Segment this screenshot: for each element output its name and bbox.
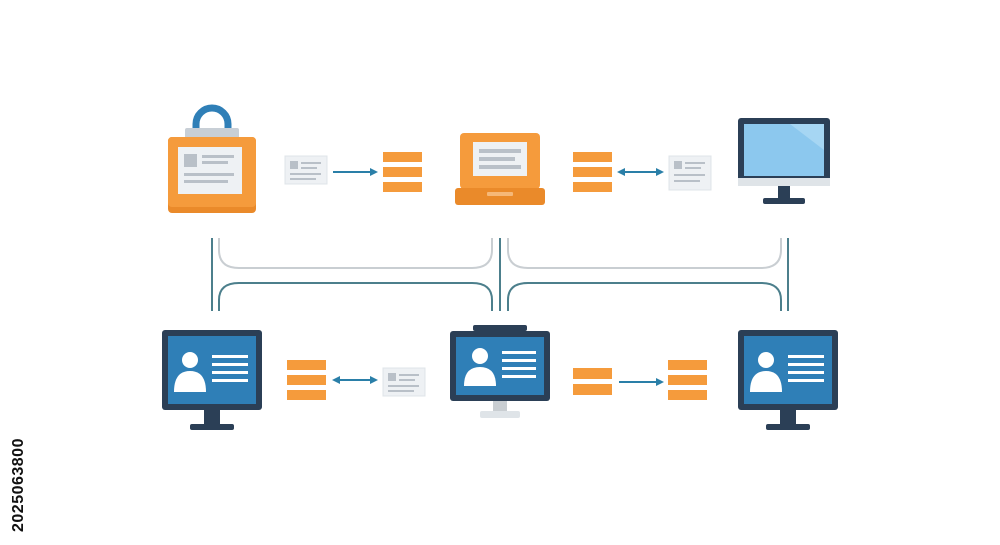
arrow-bidirectional-icon — [617, 168, 664, 176]
user-profile-monitor-icon — [162, 330, 262, 430]
connector-teal-bracket-right — [507, 282, 782, 311]
image-id-label: 2025063800 — [10, 438, 27, 532]
user-profile-monitor-icon — [738, 330, 838, 430]
arrow-right-icon — [333, 168, 378, 176]
connector-gray-bracket-right — [507, 238, 782, 269]
connector-gray-bracket-left — [218, 238, 493, 269]
data-stack-icon — [668, 360, 707, 400]
document-card-icon — [382, 367, 426, 397]
data-stack-icon — [383, 152, 422, 192]
data-stack-icon — [573, 152, 612, 192]
document-card-icon — [284, 155, 328, 185]
connector-teal-bracket-left — [218, 282, 493, 311]
data-stack-icon — [287, 360, 326, 400]
laptop-icon — [455, 133, 545, 205]
data-stack-icon — [573, 368, 612, 395]
connector-lines — [211, 238, 789, 311]
user-profile-monitor-icon — [450, 325, 550, 418]
desktop-monitor-icon — [738, 118, 830, 204]
arrow-right-icon — [619, 378, 664, 386]
arrow-bidirectional-icon — [332, 376, 378, 384]
document-card-icon — [668, 155, 712, 191]
id-badge-icon — [168, 104, 256, 213]
